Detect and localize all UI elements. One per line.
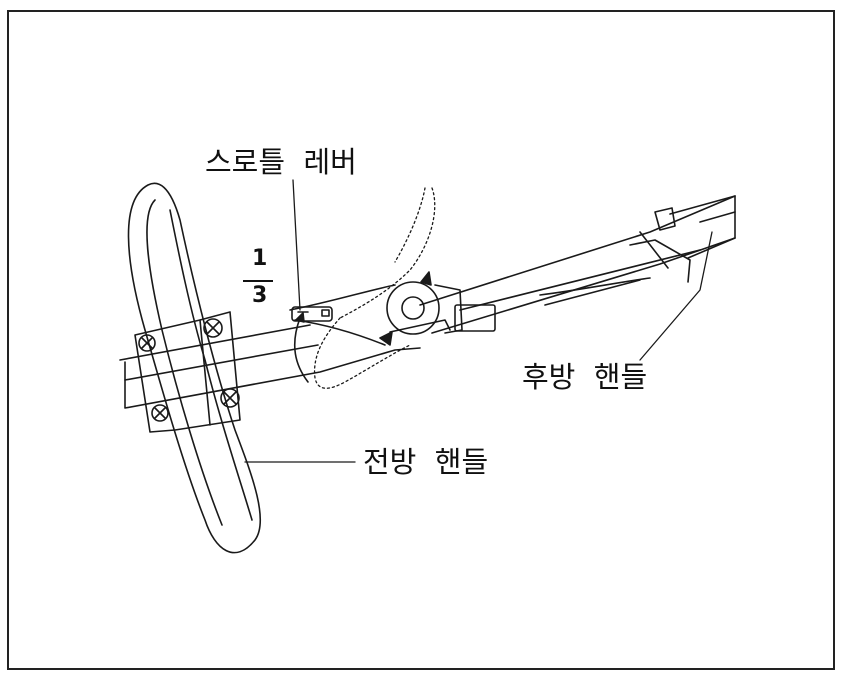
rear-handle-clamp: [539, 207, 691, 306]
front-handle-label: 전방 핸들: [363, 445, 489, 479]
front-handle-loop: [127, 182, 262, 554]
lever-housing: [289, 284, 396, 346]
fraction-denominator: 3: [252, 283, 268, 308]
handle-clamp: [134, 311, 241, 433]
fraction-bar: [243, 280, 273, 282]
fraction-numerator: 1: [252, 246, 268, 271]
rear-handle-label: 후방 핸들: [522, 360, 648, 394]
lever-travel-outline: [313, 187, 436, 389]
leader-lines: [244, 179, 713, 463]
throttle-lever-label: 스로틀 레버: [205, 145, 357, 179]
travel-arc: [293, 312, 309, 383]
pivot-joint: [386, 281, 496, 335]
direction-arrows: [379, 271, 432, 346]
